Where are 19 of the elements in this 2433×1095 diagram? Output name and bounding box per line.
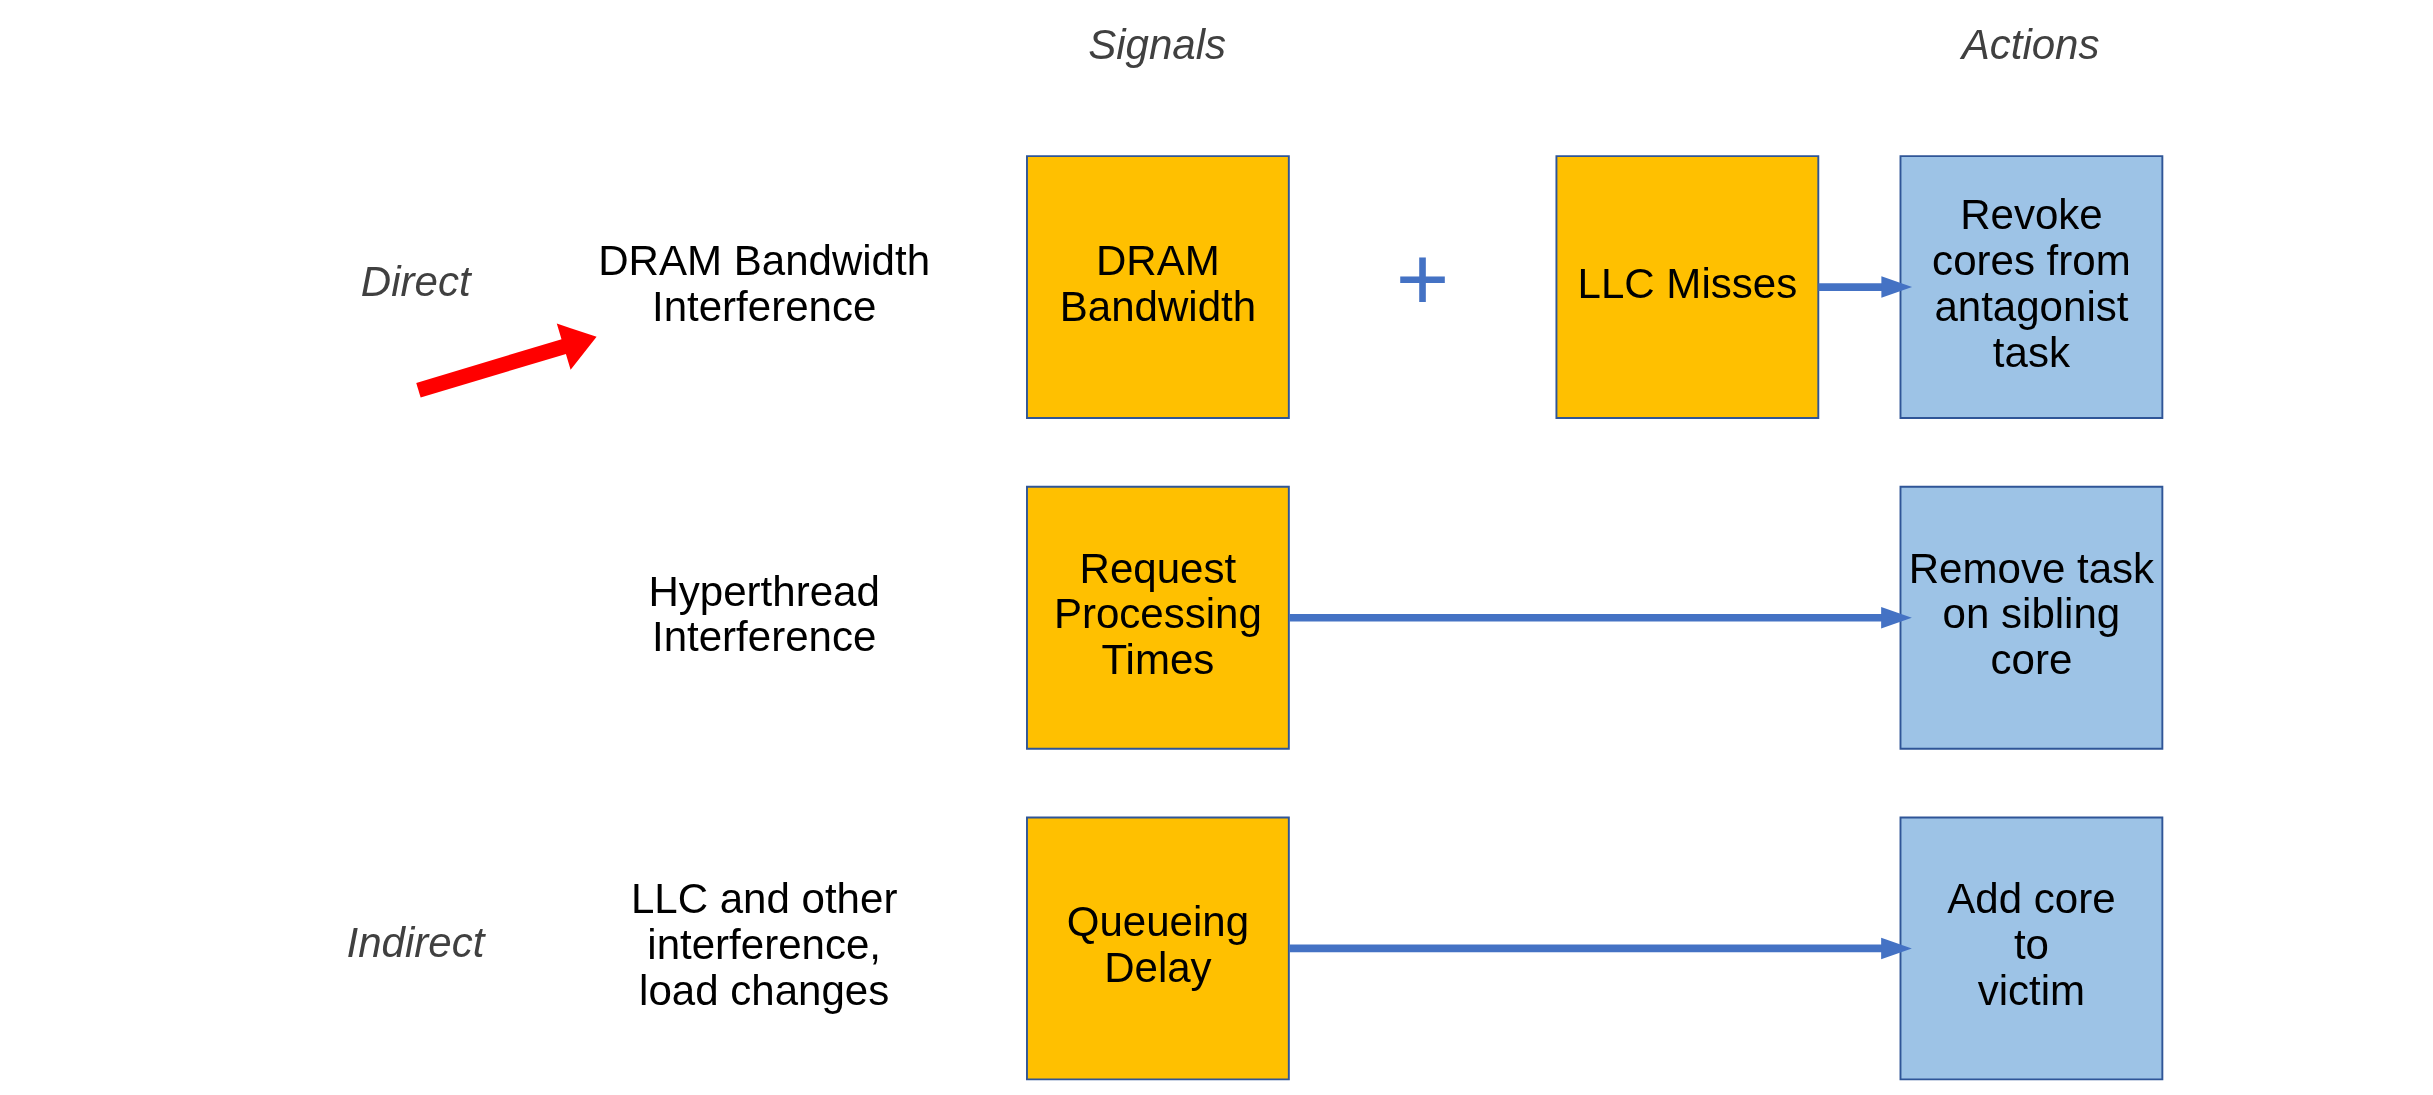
node-box: Add core to victim — [1899, 816, 2164, 1081]
arrow — [1818, 276, 1913, 298]
label: + — [1395, 226, 1450, 329]
label: Signals — [1088, 20, 1227, 68]
arrow — [1289, 607, 1912, 629]
node-box: DRAM Bandwidth — [1026, 155, 1290, 419]
label: Direct — [360, 257, 471, 305]
node-text: DRAM Bandwidth Interference — [598, 236, 931, 330]
label: Hyperthread Interference — [648, 567, 880, 661]
label: LLC and other interference, load changes — [630, 875, 898, 1014]
arrow — [1289, 937, 1912, 960]
node-box: Revoke cores from antagonist task — [1899, 155, 2164, 419]
arrow — [416, 323, 597, 398]
node-box: Request Processing Times — [1026, 485, 1290, 750]
node-box: Queueing Delay — [1026, 816, 1290, 1081]
label: Indirect — [346, 919, 485, 967]
node-box: LLC Misses — [1555, 155, 1820, 419]
label: Actions — [1961, 20, 2100, 68]
node-box: Remove task on sibling core — [1899, 485, 2164, 750]
